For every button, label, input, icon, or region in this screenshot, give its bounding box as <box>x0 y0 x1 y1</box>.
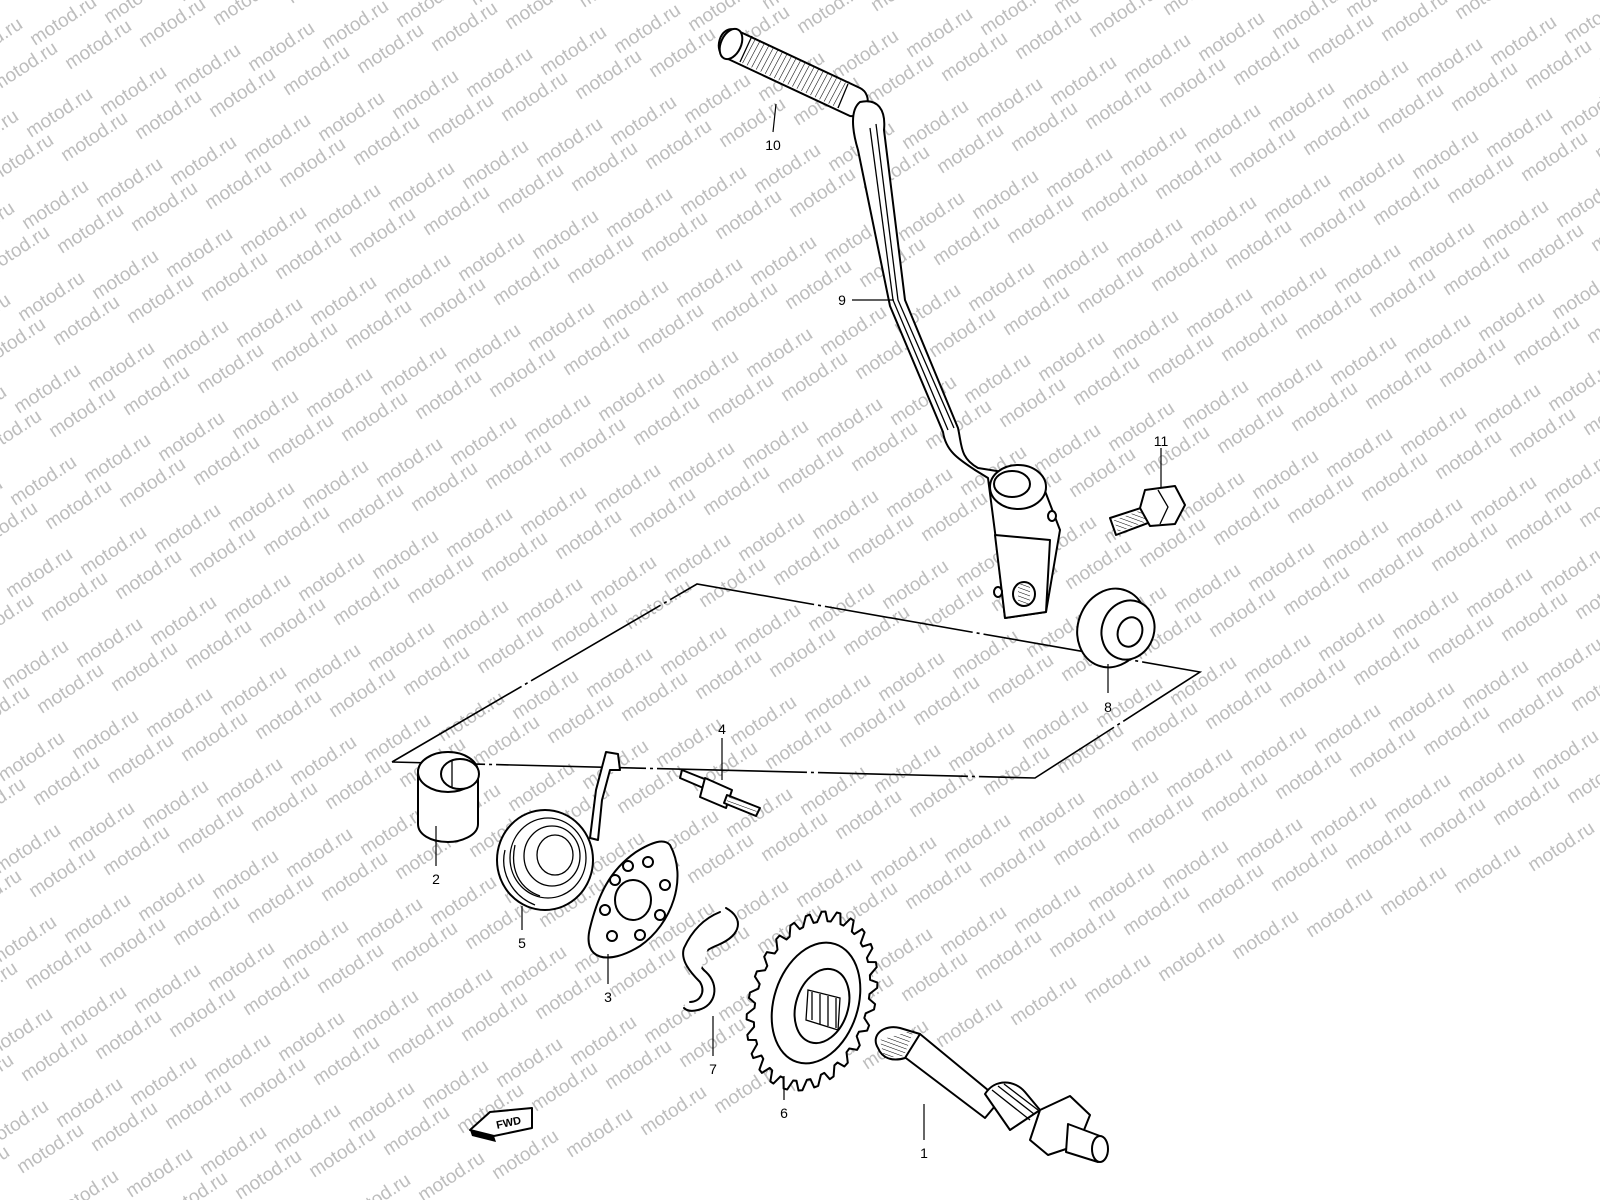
watermark-text: motod.ru <box>1085 0 1159 42</box>
watermark-text: motod.ru <box>1302 884 1376 942</box>
watermark-text: motod.ru <box>0 498 42 556</box>
watermark-text: motod.ru <box>932 994 1006 1052</box>
watermark-text: motod.ru <box>1006 972 1080 1030</box>
watermark-text: motod.ru <box>0 682 34 740</box>
fwd-direction-badge: FWD <box>469 1107 533 1142</box>
watermark-text: motod.ru <box>1159 0 1233 20</box>
watermark-text: motod.ru <box>793 0 867 38</box>
bolt <box>1109 485 1186 536</box>
watermark-text: motod.ru <box>1450 840 1524 898</box>
assembly-frame-line <box>391 583 1203 779</box>
callout-5: 5 <box>518 935 526 951</box>
watermark-text: motod.ru <box>0 1142 14 1200</box>
callout-7: 7 <box>709 1061 717 1077</box>
callout-1: 1 <box>920 1145 928 1161</box>
watermark-text: motod.ru <box>283 0 357 8</box>
watermark-text: motod.ru <box>1524 818 1598 876</box>
watermark-text: motod.ru <box>0 866 26 924</box>
watermark-text: motod.ru <box>0 1050 18 1108</box>
watermark-text: motod.ru <box>562 1104 636 1162</box>
return-spring <box>496 751 621 911</box>
callout-8: 8 <box>1104 699 1112 715</box>
watermark-text: motod.ru <box>867 0 941 16</box>
callout-11: 11 <box>1154 433 1169 449</box>
callout-3: 3 <box>604 989 612 1005</box>
watermark-text: motod.ru <box>414 1148 488 1200</box>
stud <box>679 769 761 817</box>
clip <box>682 907 739 1012</box>
oil-seal <box>1076 587 1156 669</box>
callout-6: 6 <box>780 1105 788 1121</box>
rubber-grip <box>717 27 869 118</box>
watermark-text: motod.ru <box>0 0 66 4</box>
watermark-text: motod.ru <box>0 38 62 96</box>
watermark-text: motod.ru <box>0 774 30 832</box>
callout-9: 9 <box>838 292 846 308</box>
watermark-text: motod.ru <box>1544 358 1600 416</box>
fwd-label: FWD <box>495 1115 522 1132</box>
watermark-text: motod.ru <box>1080 950 1154 1008</box>
watermark-text: motod.ru <box>340 1170 414 1200</box>
watermark-text: motod.ru <box>0 314 50 372</box>
watermark-text: motod.ru <box>1228 906 1302 964</box>
callout-4: 4 <box>718 721 726 737</box>
watermark-text: motod.ru <box>1154 928 1228 986</box>
watermark-text: motod.ru <box>0 130 58 188</box>
watermark-text: motod.ru <box>209 0 283 30</box>
watermark-text: motod.ru <box>501 0 575 34</box>
plate <box>587 840 679 959</box>
guide <box>417 751 480 843</box>
watermark-text: motod.ru <box>0 958 22 1016</box>
kick-starter-shaft <box>874 1026 1109 1163</box>
kick-starter-lever <box>852 100 1061 619</box>
watermark-text: motod.ru <box>1451 0 1525 24</box>
callout-2: 2 <box>432 871 440 887</box>
watermark-text: motod.ru <box>0 406 46 464</box>
callout-10: 10 <box>765 137 781 153</box>
watermark-text: motod.ru <box>0 590 38 648</box>
watermark-text: motod.ru <box>1536 542 1600 600</box>
watermark-text: motod.ru <box>1525 0 1599 2</box>
watermark-text: motod.ru <box>1377 0 1451 46</box>
watermark-text: motod.ru <box>135 0 209 52</box>
watermark-text: motod.ru <box>1376 862 1450 920</box>
watermark-text: motod.ru <box>1540 450 1600 508</box>
leader-line-10 <box>772 103 777 133</box>
watermark-text: motod.ru <box>636 1082 710 1140</box>
callout-labels: 10 9 11 8 4 2 5 3 7 6 1 <box>432 137 1168 1161</box>
watermark-text: motod.ru <box>48 1166 122 1200</box>
watermark-text: motod.ru <box>575 0 649 12</box>
kick-starter-gear <box>745 910 879 1092</box>
leader-lines <box>435 103 1162 1140</box>
